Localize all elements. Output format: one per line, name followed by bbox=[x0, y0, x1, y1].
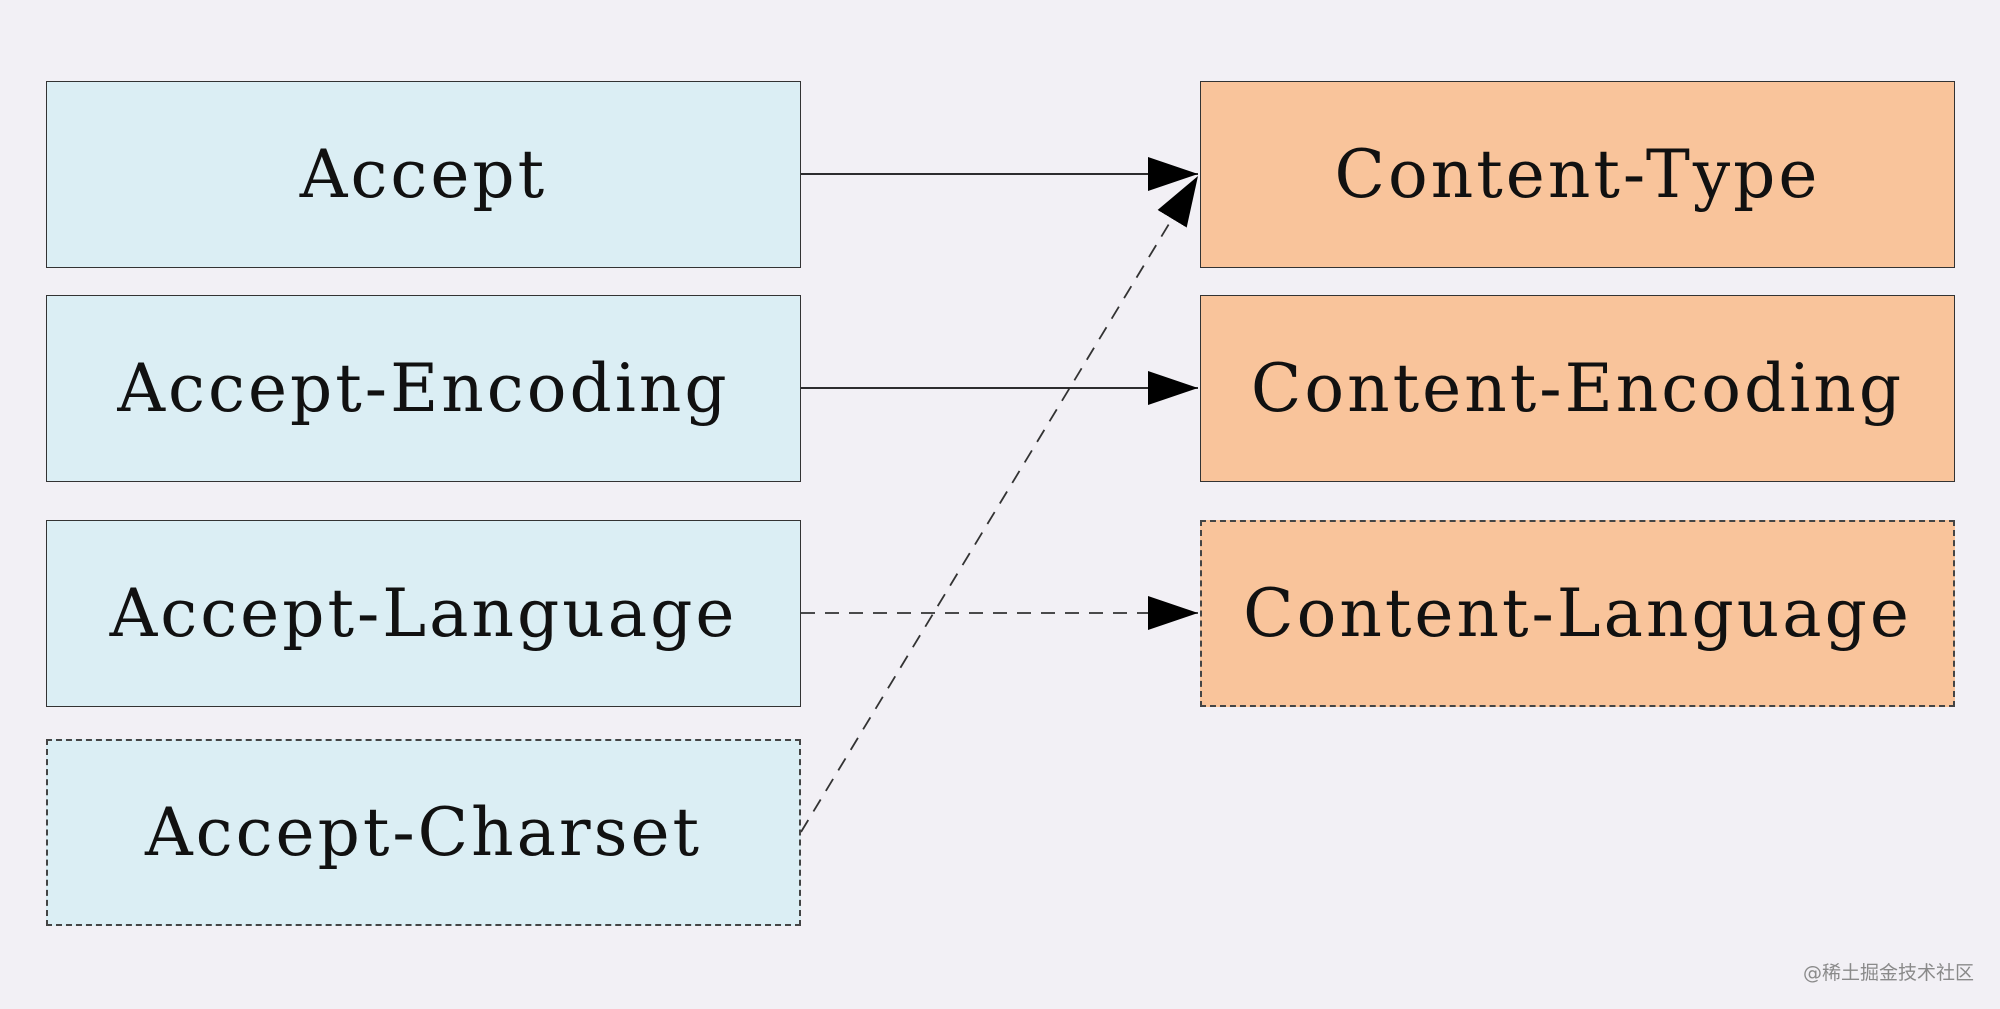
node-content-language: Content-Language bbox=[1200, 520, 1955, 707]
node-accept-encoding-label: Accept-Encoding bbox=[117, 350, 730, 427]
node-accept-charset: Accept-Charset bbox=[46, 739, 801, 926]
node-accept-charset-label: Accept-Charset bbox=[144, 794, 703, 871]
node-accept: Accept bbox=[46, 81, 801, 268]
node-content-language-label: Content-Language bbox=[1243, 575, 1912, 652]
node-accept-label: Accept bbox=[299, 136, 548, 213]
watermark: @稀土掘金技术社区 bbox=[1802, 962, 1974, 984]
node-accept-encoding: Accept-Encoding bbox=[46, 295, 801, 482]
node-accept-language-label: Accept-Language bbox=[109, 575, 738, 652]
node-content-type: Content-Type bbox=[1200, 81, 1955, 268]
node-content-encoding: Content-Encoding bbox=[1200, 295, 1955, 482]
node-content-encoding-label: Content-Encoding bbox=[1250, 350, 1905, 427]
node-accept-language: Accept-Language bbox=[46, 520, 801, 707]
edge-accept-charset-to-content-type bbox=[800, 175, 1199, 833]
node-content-type-label: Content-Type bbox=[1334, 136, 1821, 213]
